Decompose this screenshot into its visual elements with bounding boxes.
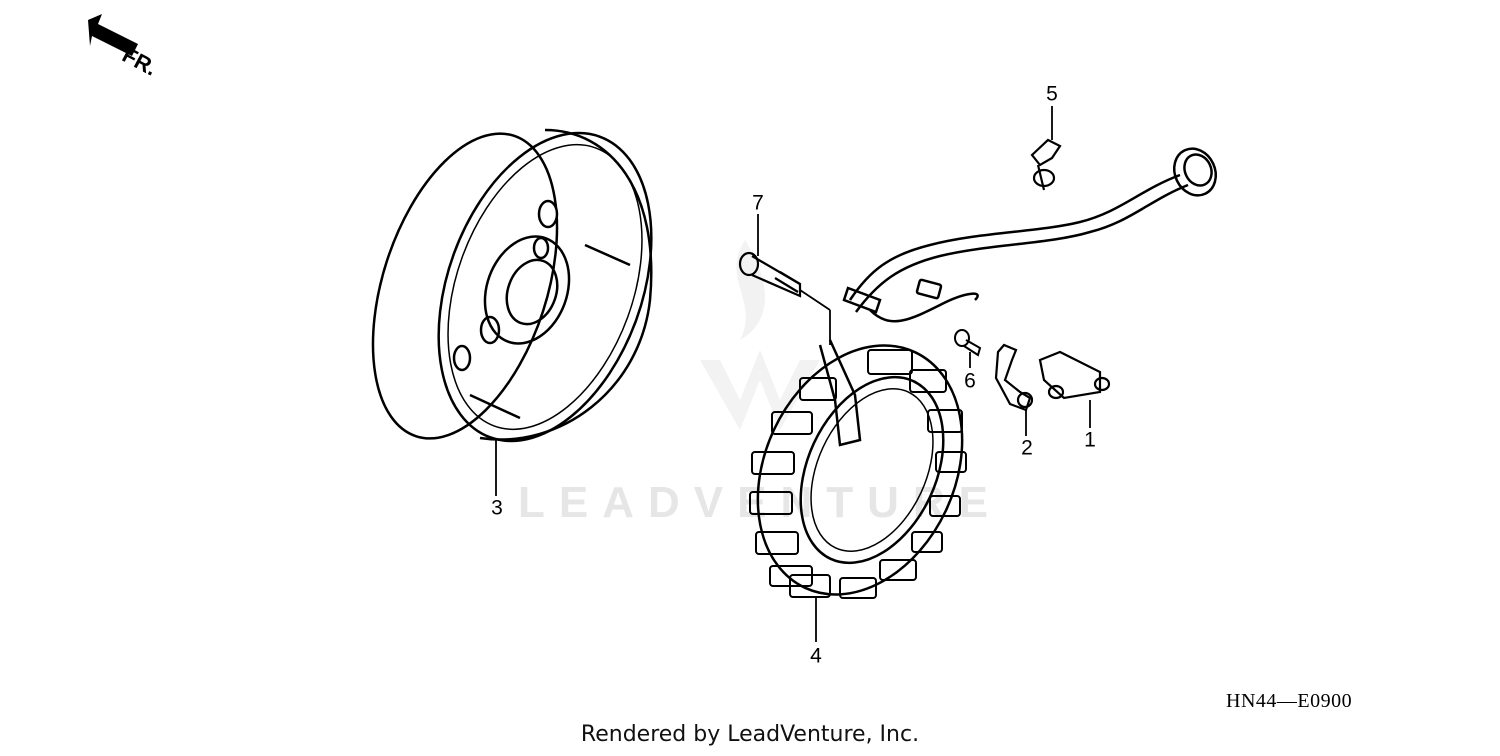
wire-harness <box>842 147 1218 323</box>
callout-4: 4 <box>810 644 822 668</box>
footer-credit: Rendered by LeadVenture, Inc. <box>580 722 920 747</box>
callout-1: 1 <box>1084 428 1096 452</box>
diagram-code: HN44—E0900 <box>1226 690 1353 712</box>
bracket <box>994 343 1034 412</box>
screw <box>954 329 982 357</box>
callout-5: 5 <box>1046 82 1058 106</box>
leader-lines <box>495 106 1091 642</box>
callout-6: 6 <box>964 369 976 393</box>
callout-2: 2 <box>1021 436 1033 460</box>
callout-3: 3 <box>491 496 503 520</box>
leader-line-7b <box>799 289 831 311</box>
stator <box>749 339 967 599</box>
wire-clamp <box>1030 138 1062 191</box>
pulse-sensor <box>1038 350 1111 400</box>
watermark-text: LEADVENTURE <box>518 478 1003 527</box>
front-arrow-icon <box>88 14 138 56</box>
flywheel <box>371 128 653 443</box>
callout-7: 7 <box>752 191 764 215</box>
watermark-logo <box>700 240 820 430</box>
